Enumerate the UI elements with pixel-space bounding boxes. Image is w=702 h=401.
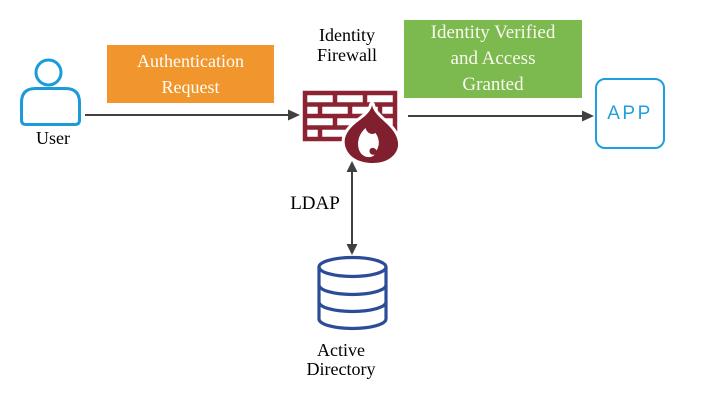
firewall-label-line2: Firewall [317, 45, 377, 65]
active-directory-line1: Active [317, 340, 365, 360]
user-icon [20, 58, 81, 126]
auth-request-box: Authentication Request [107, 45, 274, 103]
arrow-user-to-firewall-icon [85, 109, 300, 121]
user-label: User [36, 128, 70, 148]
firewall-label: Identity Firewall [292, 25, 402, 65]
user-head [34, 58, 63, 87]
active-directory-label: Active Directory [281, 341, 401, 379]
auth-request-line1: Authentication [137, 51, 244, 71]
user-body [20, 87, 81, 126]
app-node: APP [595, 78, 665, 149]
arrow-firewall-to-app-icon [408, 110, 594, 122]
ldap-label: LDAP [290, 193, 340, 214]
auth-request-line2: Request [161, 77, 220, 97]
access-granted-line1: Identity Verified [430, 22, 556, 43]
access-granted-line2: and Access [450, 48, 536, 69]
database-icon [317, 255, 388, 331]
flame-icon [341, 102, 402, 166]
firewall-label-line1: Identity [319, 25, 375, 45]
active-directory-line2: Directory [306, 359, 376, 379]
firewall-icon [302, 90, 402, 166]
arrow-firewall-to-directory-icon [346, 161, 358, 255]
access-granted-box: Identity Verified and Access Granted [404, 20, 582, 98]
app-label: APP [607, 102, 653, 124]
access-granted-line3: Granted [462, 74, 524, 95]
